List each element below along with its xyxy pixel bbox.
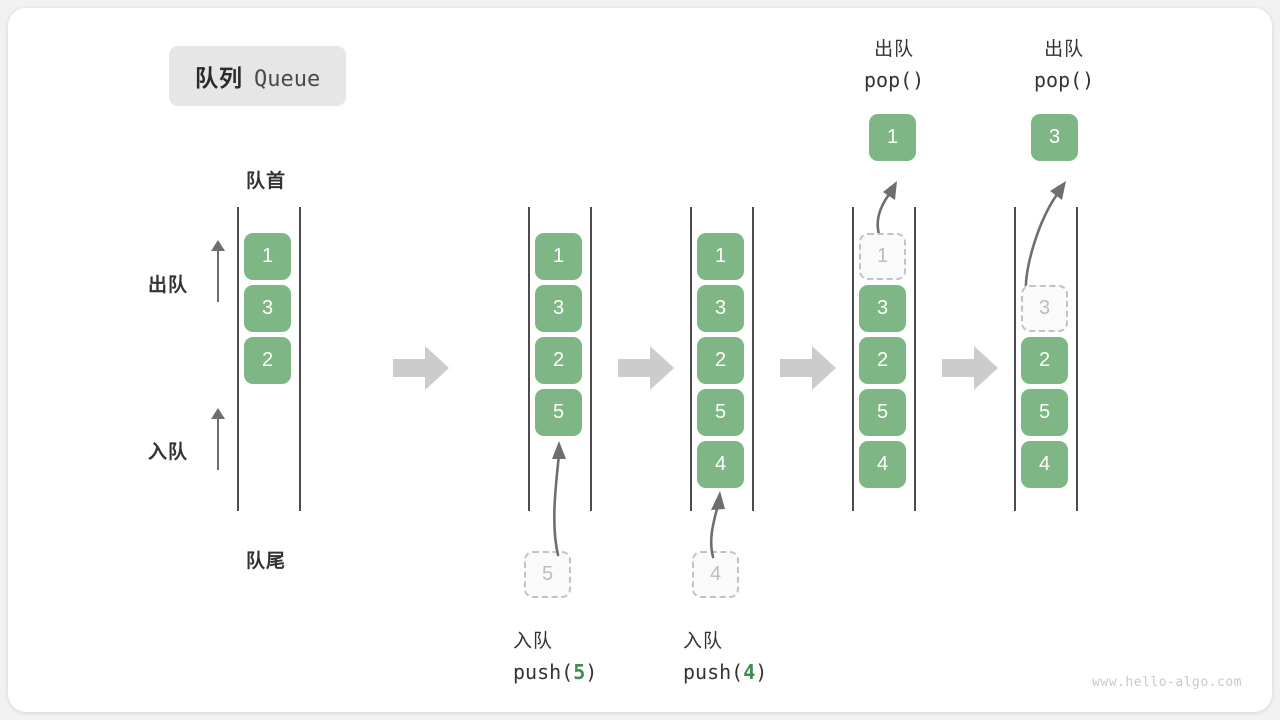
rail-right-col4 <box>914 207 916 511</box>
curved-arrow-push-icon <box>552 441 566 557</box>
header-cn: 出队 <box>874 39 915 60</box>
caption-push-4: 入队 push(4) <box>683 627 767 687</box>
diagram-card: 队列 Queue 队首 队尾 出队 入队 1 3 2 1 3 2 5 5 <box>8 8 1272 712</box>
title-english: Queue <box>254 67 321 92</box>
queue-item: 3 <box>697 285 744 332</box>
curved-arrow-pop-icon <box>876 181 897 240</box>
ghost-item-push: 5 <box>524 551 571 598</box>
queue-item: 2 <box>1021 337 1068 384</box>
queue-item: 4 <box>1021 441 1068 488</box>
step-arrow-right-icon <box>618 346 674 390</box>
queue-item: 5 <box>859 389 906 436</box>
step-arrow-right-icon <box>942 346 998 390</box>
header-cn: 出队 <box>1044 39 1085 60</box>
ghost-item-push: 4 <box>692 551 739 598</box>
rail-left-col4 <box>852 207 854 511</box>
ghost-item-pop: 1 <box>859 233 906 280</box>
caption-code: push(4) <box>683 660 768 684</box>
rail-left-col5 <box>1014 207 1016 511</box>
queue-item: 3 <box>859 285 906 332</box>
queue-item: 3 <box>535 285 582 332</box>
queue-item: 3 <box>244 285 291 332</box>
label-queue-head: 队首 <box>246 171 287 192</box>
diagram-title-badge: 队列 Queue <box>169 46 347 106</box>
queue-item: 1 <box>535 233 582 280</box>
queue-item: 5 <box>1021 389 1068 436</box>
watermark: www.hello-algo.com <box>1092 675 1242 690</box>
diagram-stage: 队列 Queue 队首 队尾 出队 入队 1 3 2 1 3 2 5 5 <box>8 8 1272 712</box>
rail-right-col1 <box>299 207 301 511</box>
label-enqueue-col1: 入队 <box>148 442 189 463</box>
header-code: pop() <box>1034 68 1095 92</box>
rail-left-col1 <box>237 207 239 511</box>
label-dequeue-col1: 出队 <box>148 275 189 296</box>
popped-item: 1 <box>869 114 916 161</box>
caption-cn: 入队 <box>513 631 554 652</box>
queue-item: 1 <box>697 233 744 280</box>
queue-item: 1 <box>244 233 291 280</box>
step-arrow-right-icon <box>393 346 449 390</box>
ghost-item-pop: 3 <box>1021 285 1068 332</box>
curved-arrow-pop-icon <box>1024 181 1066 297</box>
header-pop-1: 出队 pop() <box>864 35 924 95</box>
rail-right-col5 <box>1076 207 1078 511</box>
caption-push-5: 入队 push(5) <box>513 627 597 687</box>
caption-code: push(5) <box>513 660 598 684</box>
curved-arrow-push-icon <box>709 491 725 559</box>
header-pop-3: 出队 pop() <box>1034 35 1094 95</box>
arrow-up-dequeue-icon <box>211 240 225 302</box>
queue-item: 2 <box>697 337 744 384</box>
rail-right-col2 <box>590 207 592 511</box>
step-arrow-right-icon <box>780 346 836 390</box>
rail-right-col3 <box>752 207 754 511</box>
queue-item-new: 5 <box>535 389 582 436</box>
header-code: pop() <box>864 68 925 92</box>
title-chinese: 队列 <box>195 65 243 91</box>
queue-item: 4 <box>859 441 906 488</box>
popped-item: 3 <box>1031 114 1078 161</box>
queue-item: 2 <box>535 337 582 384</box>
rail-left-col2 <box>528 207 530 511</box>
rail-left-col3 <box>690 207 692 511</box>
label-queue-tail: 队尾 <box>246 551 287 572</box>
arrow-up-enqueue-icon <box>211 408 225 470</box>
queue-item-new: 4 <box>697 441 744 488</box>
caption-cn: 入队 <box>683 631 724 652</box>
queue-item: 2 <box>859 337 906 384</box>
queue-item: 5 <box>697 389 744 436</box>
queue-item: 2 <box>244 337 291 384</box>
